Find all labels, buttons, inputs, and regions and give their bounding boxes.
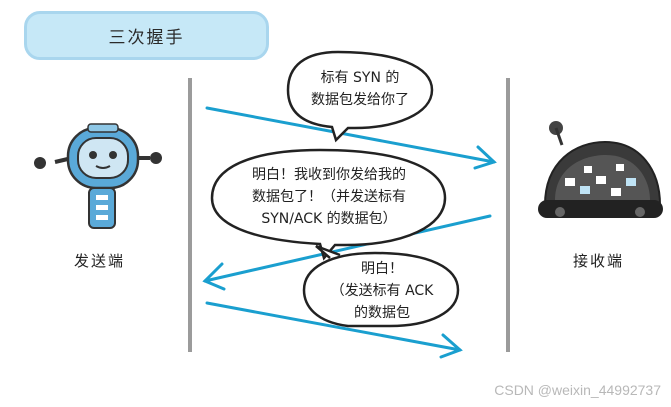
diagram-title: 三次握手	[24, 11, 269, 60]
message-line: 明白！我收到你发给我的	[220, 164, 438, 186]
message-line: 明白！	[312, 258, 452, 280]
message-line: 的数据包	[312, 302, 452, 324]
receiver-robot-icon	[538, 121, 663, 218]
sender-label: 发送端	[74, 250, 125, 271]
watermark: CSDN @weixin_44992737	[494, 382, 661, 398]
message-syn-ack: 明白！我收到你发给我的 数据包了！（并发送标有 SYN/ACK 的数据包）	[220, 164, 438, 230]
receiver-label: 接收端	[573, 250, 624, 271]
message-syn: 标有 SYN 的 数据包发给你了	[300, 67, 420, 111]
message-line: 数据包了！（并发送标有	[220, 186, 438, 208]
message-line: 标有 SYN 的	[300, 67, 420, 89]
message-line: 数据包发给你了	[300, 89, 420, 111]
sender-robot-icon	[34, 124, 162, 228]
message-line: SYN/ACK 的数据包）	[220, 208, 438, 230]
message-ack: 明白！ （发送标有 ACK 的数据包	[312, 258, 452, 324]
message-line: （发送标有 ACK	[312, 280, 452, 302]
